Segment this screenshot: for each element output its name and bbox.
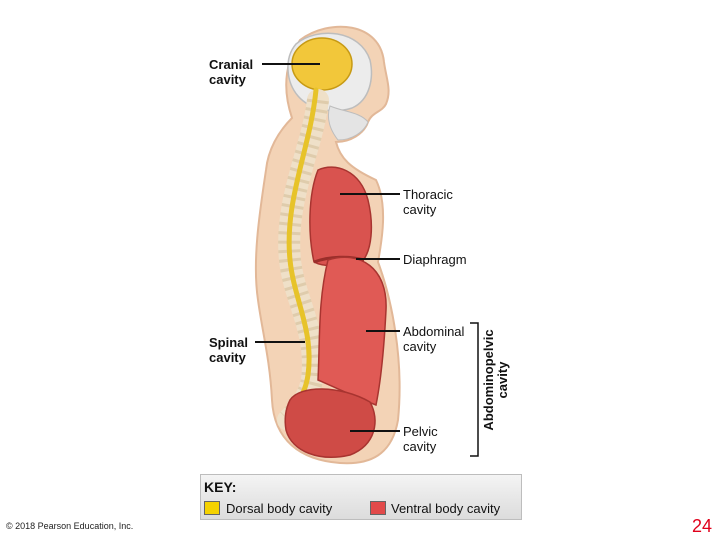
dorsal-key-label: Dorsal body cavity <box>226 501 332 516</box>
dorsal-swatch <box>204 501 220 515</box>
ventral-key-label: Ventral body cavity <box>391 501 500 516</box>
ventral-swatch <box>370 501 386 515</box>
page-number: 24 <box>692 516 712 537</box>
abdominopelvic-cavity-label: Abdominopelvic cavity <box>482 329 510 430</box>
copyright-text: © 2018 Pearson Education, Inc. <box>6 521 133 531</box>
key-title: KEY: <box>204 479 236 495</box>
